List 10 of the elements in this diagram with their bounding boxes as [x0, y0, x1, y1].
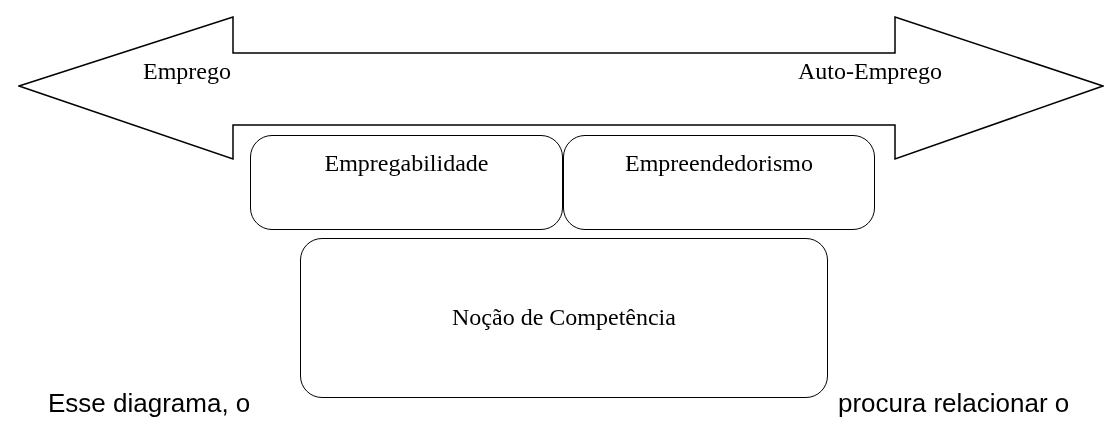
box-label: Empreendedorismo: [625, 150, 813, 178]
paragraph-text: procura relacionar o: [838, 388, 1070, 419]
arrow-label: Emprego: [143, 58, 231, 85]
rounded-box: [300, 238, 828, 398]
box-label: Noção de Competência: [452, 304, 676, 332]
box-label: Empregabilidade: [324, 150, 489, 178]
arrow-label: Auto-Emprego: [798, 58, 942, 85]
rounded-box: [563, 135, 875, 230]
rounded-box: [250, 135, 563, 230]
paragraph-text: Esse diagrama, o: [48, 388, 251, 419]
